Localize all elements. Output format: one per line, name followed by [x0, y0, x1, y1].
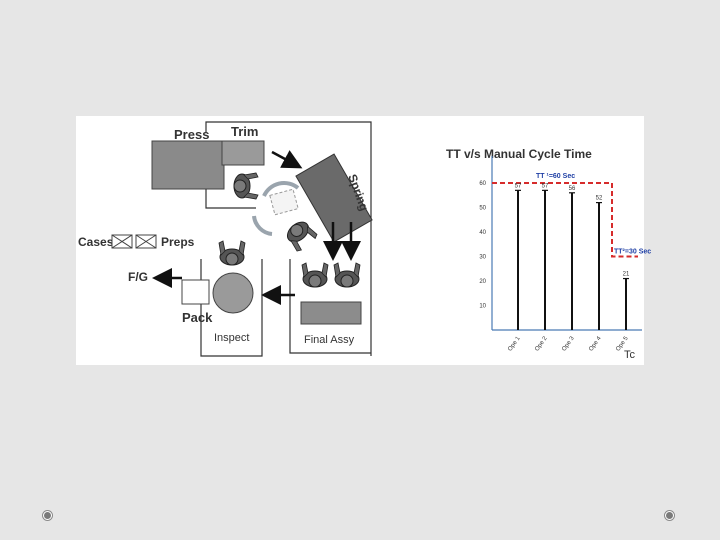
takt-time-line: [492, 182, 638, 258]
takt-label-1: TT ¹=60 Sec: [536, 173, 575, 180]
category-label: Ope 1: [507, 335, 522, 352]
worker-icon-final-assy-2: [333, 262, 361, 288]
nav-dot-right[interactable]: [665, 511, 674, 520]
final-assy-label: Final Assy: [304, 334, 355, 346]
flow-arrow-trim-to-spring: [271, 150, 303, 169]
rotation-arc-bottom: [252, 215, 273, 236]
category-label: Ope 2: [534, 335, 549, 352]
worker-icon-press: [233, 172, 259, 200]
cases-box: [111, 234, 133, 249]
y-tick-label: 40: [479, 230, 486, 236]
data-label: 57: [515, 183, 522, 189]
press-label: Press: [174, 127, 209, 142]
preps-box: [135, 234, 157, 249]
takt-label-2: TT²=30 Sec: [614, 249, 651, 256]
cases-label: Cases: [78, 235, 114, 249]
chart-title: TT v/s Manual Cycle Time: [446, 147, 592, 161]
shop-floor-layout: Press Trim Spring Final Assy: [78, 121, 373, 357]
y-tick-label: 20: [479, 279, 486, 285]
spring-machine: [295, 153, 373, 243]
figure-panel: Press Trim Spring Final Assy: [76, 116, 651, 365]
nav-dot-left[interactable]: [43, 511, 52, 520]
inspect-table: [212, 272, 254, 314]
inspect-boundary: [200, 259, 263, 357]
y-tick-label: 30: [479, 255, 486, 261]
pack-station: [181, 279, 210, 305]
category-label: Ope 4: [588, 335, 603, 352]
press-boundary: [205, 189, 256, 209]
data-label: 52: [596, 196, 603, 202]
y-tick-label: 10: [479, 304, 486, 310]
trim-label: Trim: [231, 124, 258, 139]
data-label: 56: [569, 186, 576, 192]
preps-label: Preps: [161, 235, 195, 249]
rotation-arc-top: [262, 181, 300, 197]
inspect-label: Inspect: [214, 332, 249, 344]
trim-machine: [221, 140, 265, 166]
cell-boundary: [205, 121, 372, 356]
y-tick-label: 50: [479, 206, 486, 212]
final-assy-table: [300, 301, 362, 325]
y-tick-label: 60: [479, 181, 486, 187]
cycle-time-chart: TT v/s Manual Cycle Time 10 20 30 40 50 60 TT…: [446, 147, 651, 361]
final-assy-boundary: [289, 259, 371, 354]
category-label: Ope 3: [561, 335, 576, 352]
press-machine: [151, 140, 225, 190]
worker-icon-inspect: [218, 240, 246, 266]
worker-icon-spring: [282, 217, 319, 254]
tc-corner-label: Tc: [624, 349, 636, 361]
fg-label: F/G: [128, 270, 148, 284]
worker-icon-final-assy-1: [301, 262, 329, 288]
buffer-station: [269, 188, 299, 216]
pack-label: Pack: [182, 310, 213, 325]
data-label: 57: [542, 183, 549, 189]
data-label: 21: [623, 272, 630, 278]
